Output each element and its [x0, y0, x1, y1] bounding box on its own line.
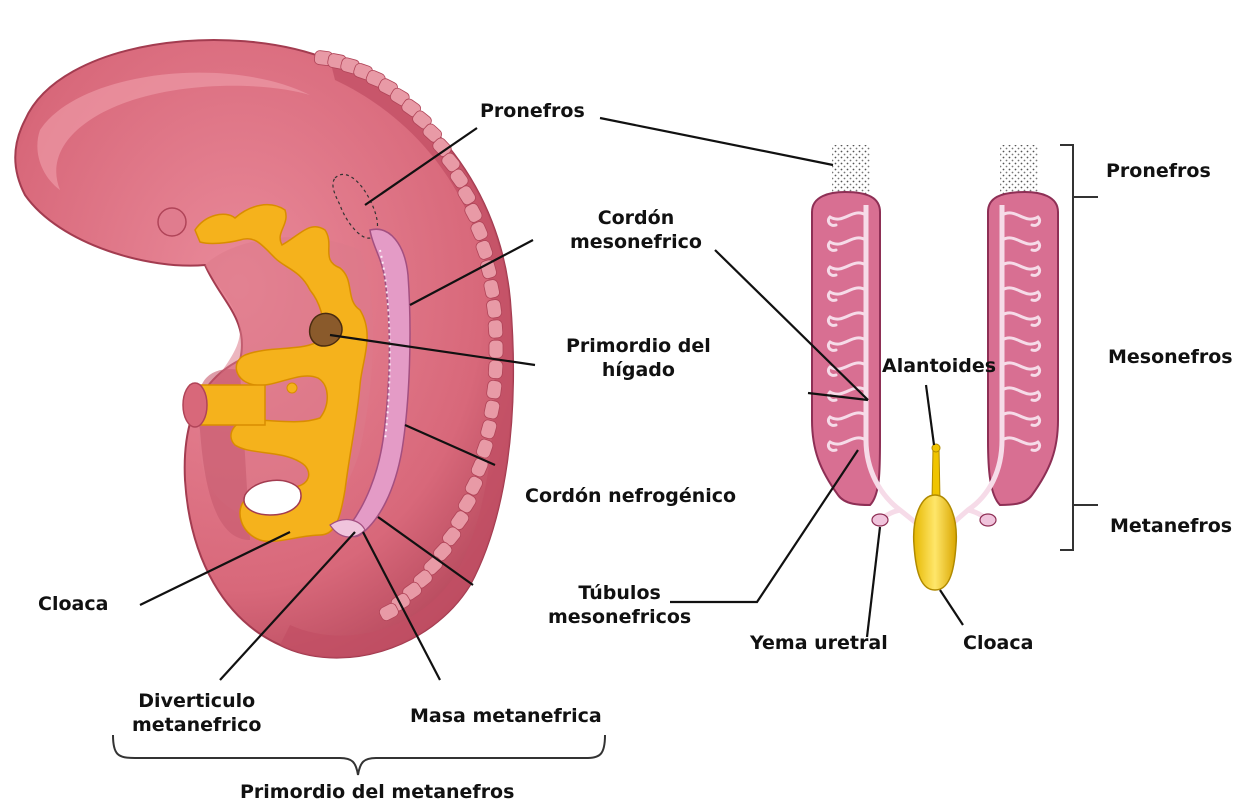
label-tubulos-mesonefricos: Túbulos mesonefricos [548, 582, 691, 630]
allantois [932, 448, 940, 500]
label-cloaca-left: Cloaca [38, 593, 108, 617]
label-primordio-higado: Primordio del hígado [566, 335, 711, 383]
label-primordio-higado-line1: Primordio del [566, 335, 711, 359]
label-diverticulo-line2: metanefrico [132, 714, 261, 738]
liver-primordium [310, 313, 342, 346]
somite [489, 340, 503, 358]
label-cordon-mesonefrico-line2: mesonefrico [570, 231, 702, 255]
cloaca-right [914, 495, 957, 590]
somite [488, 360, 503, 379]
label-primordio-higado-line2: hígado [566, 359, 711, 383]
somite [486, 380, 502, 400]
eye-bump [158, 208, 186, 236]
somite [488, 320, 503, 339]
label-masa-metanefrica: Masa metanefrica [410, 705, 602, 729]
label-diverticulo-line1: Diverticulo [132, 690, 261, 714]
label-cordon-mesonefrico-line1: Cordón [570, 207, 702, 231]
label-cordon-nefrogenico: Cordón nefrogénico [525, 485, 736, 509]
label-cloaca-right: Cloaca [963, 632, 1033, 656]
label-pronefros-right: Pronefros [1106, 160, 1211, 184]
label-tubulos-line1: Túbulos [548, 582, 691, 606]
label-cordon-mesonefrico: Cordón mesonefrico [570, 207, 702, 255]
label-primordio-metanefros: Primordio del metanefros [240, 781, 514, 805]
somite [486, 299, 502, 319]
label-tubulos-line2: mesonefricos [548, 606, 691, 630]
label-mesonefros: Mesonefros [1108, 346, 1233, 370]
embryo-illustration [15, 40, 513, 658]
primordio-brace [113, 735, 605, 775]
label-yema-uretral: Yema uretral [750, 632, 888, 656]
stage-brackets [1060, 145, 1098, 550]
label-pronefros-left: Pronefros [480, 100, 585, 124]
label-alantoides: Alantoides [882, 355, 996, 379]
label-metanefros: Metanefros [1110, 515, 1232, 539]
label-diverticulo-metanefrico: Diverticulo metanefrico [132, 690, 261, 738]
